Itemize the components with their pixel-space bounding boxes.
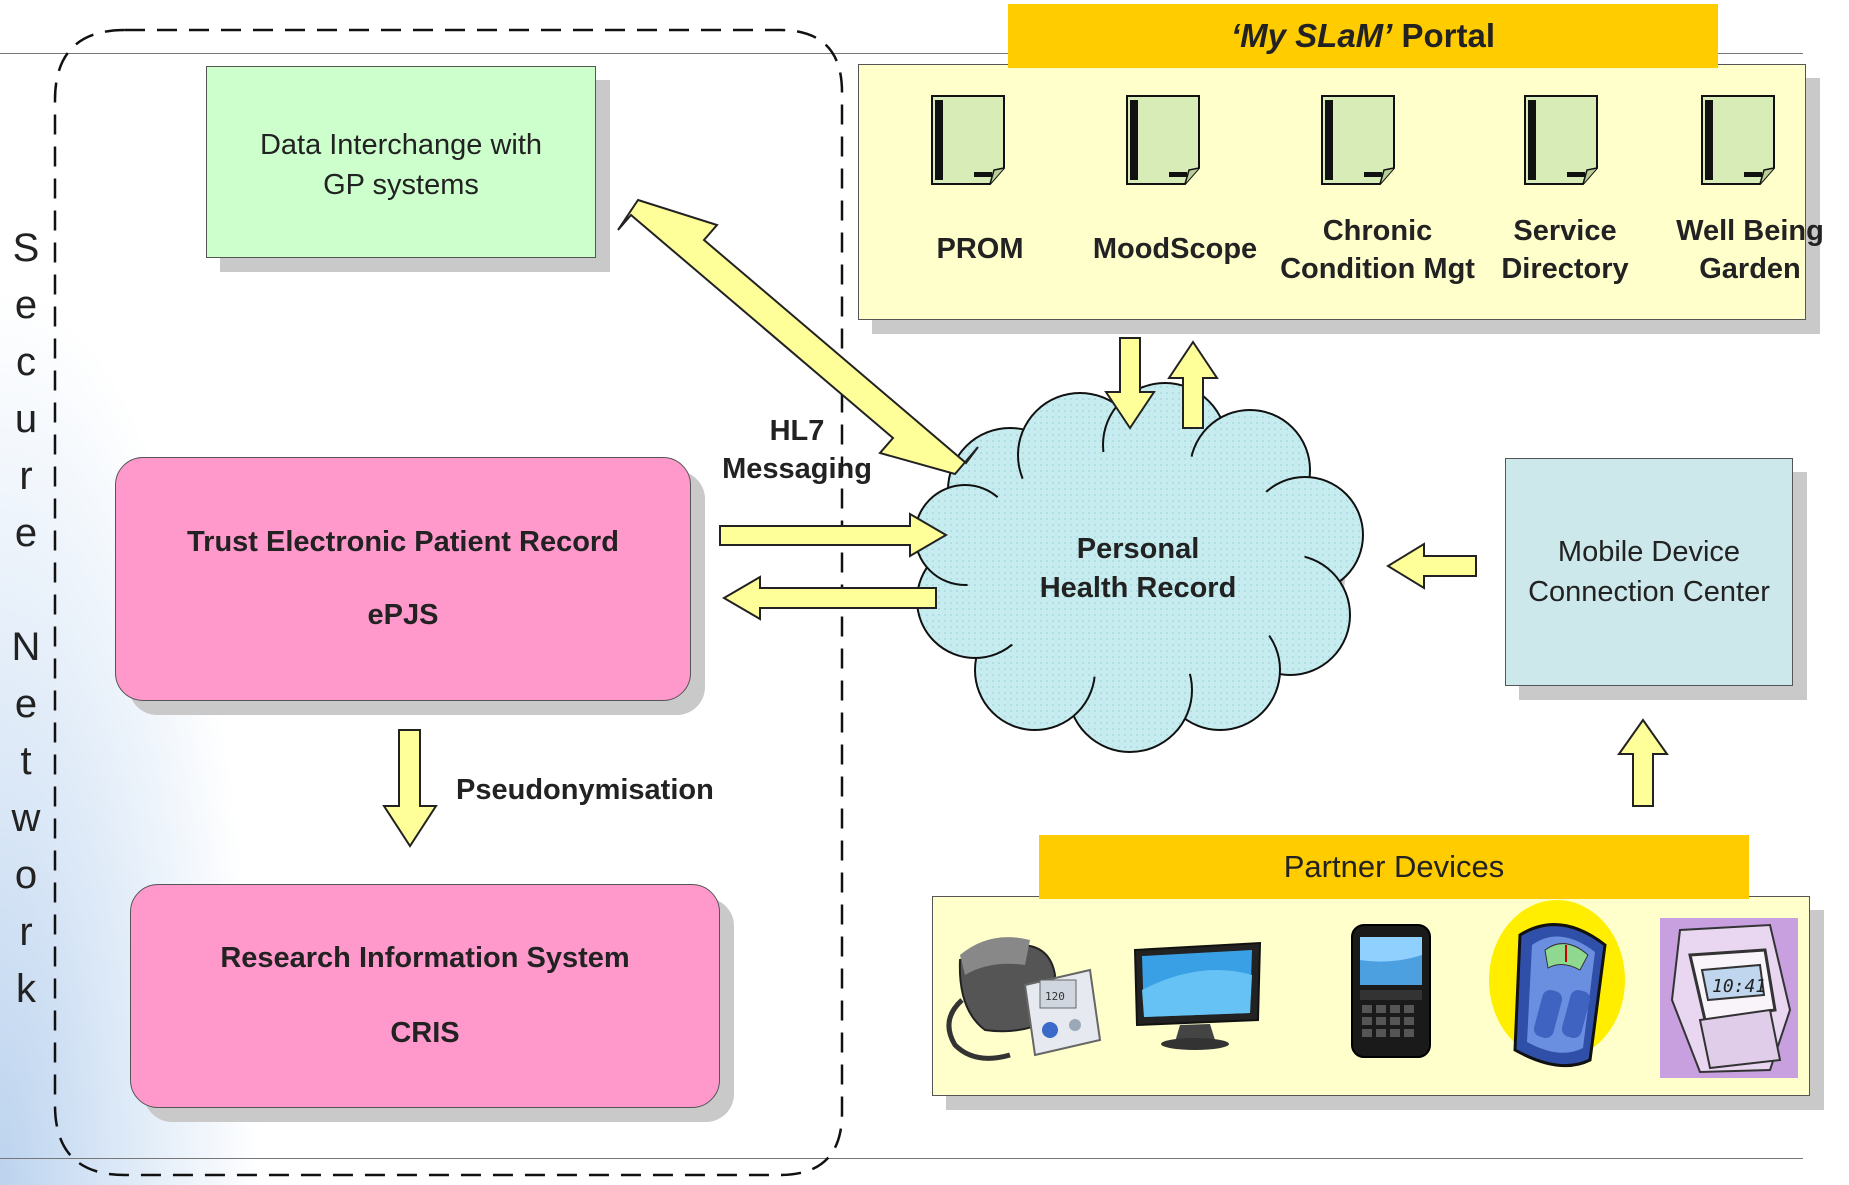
gp-phr-double-arrow <box>617 198 979 476</box>
mobile-device-connection-center-box: Mobile Device Connection Center <box>1505 458 1793 686</box>
bottom-rule <box>0 1158 1803 1159</box>
portal-header: ‘My SLaM’ Portal <box>1008 4 1718 68</box>
secure-network-letter: o <box>14 853 38 897</box>
pseudonymisation-label: Pseudonymisation <box>456 774 714 806</box>
watch-icon: 10:41 <box>1660 918 1798 1078</box>
smartphone-icon <box>1351 924 1431 1058</box>
secure-network-letter: e <box>14 511 38 555</box>
portal-item-well-being-garden[interactable]: Well Being Garden <box>1676 215 1824 285</box>
secure-network-letter: t <box>20 739 32 783</box>
phr-line2: Health Record <box>1039 572 1237 604</box>
portal-item-moodscope[interactable]: MoodScope <box>1092 233 1258 265</box>
scale-icon <box>1489 900 1625 1068</box>
epr-to-phr-arrow <box>719 512 948 558</box>
cris-subtitle: CRIS <box>390 1017 460 1049</box>
portal-to-phr-arrow <box>1104 337 1156 430</box>
portal-item-chronic-condition-mgt[interactable]: Chronic Condition Mgt <box>1280 215 1475 285</box>
phr-to-portal-arrow <box>1167 340 1219 429</box>
hl7-line2: Messaging <box>722 453 872 485</box>
svg-text:120: 120 <box>1045 990 1065 1003</box>
blood-pressure-monitor-icon: 120 <box>946 937 1102 1061</box>
partner-devices-header: Partner Devices <box>1039 835 1749 899</box>
cris-title: Research Information System <box>220 942 630 974</box>
gp-box-line1: Data Interchange with <box>259 129 543 161</box>
secure-network-letter: N <box>11 625 41 669</box>
secure-network-letter: k <box>16 967 36 1011</box>
secure-network-letter: c <box>16 340 36 384</box>
secure-network-letter: u <box>14 397 38 441</box>
mobile-box-line1: Mobile Device <box>1557 536 1741 568</box>
svg-text:10:41: 10:41 <box>1712 976 1766 997</box>
portal-item-service-directory[interactable]: Service Directory <box>1501 215 1629 285</box>
research-information-system-box: Research Information System CRIS <box>130 884 720 1108</box>
phr-line1: Personal <box>1076 533 1200 565</box>
phr-label: Personal Health Record <box>1008 530 1268 608</box>
secure-network-letter: r <box>19 454 33 498</box>
devices-to-mobile-arrow <box>1617 718 1669 807</box>
secure-network-letter: r <box>19 910 33 954</box>
top-rule <box>0 53 1803 54</box>
monitor-icon <box>1133 941 1262 1050</box>
epr-title: Trust Electronic Patient Record <box>187 526 619 558</box>
gp-data-interchange-box: Data Interchange with GP systems <box>206 66 596 258</box>
hl7-messaging-label: HL7 Messaging <box>712 412 882 488</box>
mobile-to-phr-arrow <box>1386 542 1477 590</box>
secure-network-letter: e <box>14 283 38 327</box>
gp-box-line2: GP systems <box>323 169 479 201</box>
personal-health-record-cloud <box>914 382 1364 753</box>
hl7-line1: HL7 <box>769 415 825 447</box>
secure-network-letter: S <box>12 226 40 270</box>
mobile-box-line2: Connection Center <box>1528 576 1770 608</box>
portal-item-prom[interactable]: PROM <box>936 233 1024 265</box>
secure-network-letter: e <box>14 682 38 726</box>
trust-epr-box: Trust Electronic Patient Record ePJS <box>115 457 691 701</box>
phr-to-epr-arrow <box>722 575 937 621</box>
portal-header-name: ‘My SLaM’ <box>1230 17 1393 54</box>
epr-subtitle: ePJS <box>367 599 439 631</box>
epr-to-cris-arrow <box>382 729 438 848</box>
portal-header-suffix: Portal <box>1392 17 1496 54</box>
secure-network-letter: w <box>11 796 41 840</box>
